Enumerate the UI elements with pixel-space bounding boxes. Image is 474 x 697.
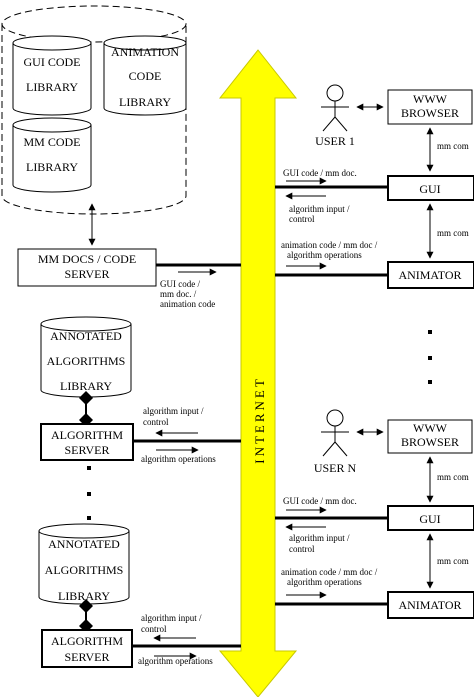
algo-lib1-line1: ANNOTATED <box>50 329 122 343</box>
algo2-input-2: control <box>141 624 167 634</box>
u1-gui-out-1: algorithm input / <box>289 204 350 214</box>
user-1-gui: GUI <box>387 175 474 201</box>
internet-backbone: INTERNET <box>218 49 298 697</box>
gui-lib-line2: LIBRARY <box>26 80 78 94</box>
u1-animator-label: ANIMATOR <box>398 268 461 282</box>
algo-server1-line2: SERVER <box>64 443 109 457</box>
u1-mm-com-top: mm com <box>437 141 469 151</box>
u1-browser-line2: BROWSER <box>401 106 459 120</box>
annotated-algorithms-library-1: ANNOTATED ALGORITHMS LIBRARY <box>40 316 132 398</box>
user-1-figure <box>321 84 349 132</box>
animation-code-library: ANIMATION CODE LIBRARY <box>103 35 187 116</box>
un-browser-line2: BROWSER <box>401 435 459 449</box>
right-ellipsis <box>428 330 432 384</box>
user-n-figure <box>321 409 349 457</box>
algo-server2-line1: ALGORITHM <box>51 634 123 648</box>
algorithm-server-1: ALGORITHM SERVER <box>40 423 134 461</box>
user-1-label: USER 1 <box>315 134 355 148</box>
mm-docs-code-server: MM DOCS / CODE SERVER <box>17 248 157 287</box>
user-1-www-browser: WWW BROWSER <box>387 89 473 125</box>
mm-server-out-1: GUI code / <box>160 279 200 289</box>
u1-gui-out-2: control <box>289 214 315 224</box>
un-mm-com-top: mm com <box>437 472 469 482</box>
gui-lib-line1: GUI CODE <box>24 55 81 69</box>
user-n-gui: GUI <box>387 505 474 531</box>
mm-code-library: MM CODE LIBRARY <box>12 117 92 193</box>
algo-lib2-line3: LIBRARY <box>58 589 110 603</box>
un-animator-label: ANIMATOR <box>398 598 461 612</box>
algo2-input-1: algorithm input / <box>141 613 202 623</box>
u1-mm-com-bottom: mm com <box>437 228 469 238</box>
algo-lib2-line2: ALGORITHMS <box>45 563 124 577</box>
algo1-input-2: control <box>143 417 169 427</box>
code-server-store: GUI CODE LIBRARY ANIMATION CODE LIBRARY … <box>1 5 187 215</box>
mm-server-line2: SERVER <box>64 267 109 281</box>
un-gui-in-label: GUI code / mm doc. <box>283 496 357 506</box>
un-anim-in-1: animation code / mm doc / <box>281 567 378 577</box>
internet-label: INTERNET <box>252 376 267 464</box>
left-ellipsis <box>87 466 91 520</box>
algo2-ops-label: algorithm operations <box>138 656 213 666</box>
internet-arrow <box>218 49 298 697</box>
mm-server-out-2: mm doc. / <box>160 289 197 299</box>
user-n-label: USER N <box>314 461 357 475</box>
mm-lib-line2: LIBRARY <box>26 160 78 174</box>
u1-browser-line1: WWW <box>413 92 448 106</box>
u1-anim-in-1: animation code / mm doc / <box>281 240 378 250</box>
un-anim-in-2: algorithm operations <box>287 577 362 587</box>
gui-code-library: GUI CODE LIBRARY <box>12 35 92 116</box>
algo-server2-line2: SERVER <box>64 650 109 664</box>
algo-lib1-line3: LIBRARY <box>60 379 112 393</box>
un-browser-line1: WWW <box>413 421 448 435</box>
algorithm-server-2: ALGORITHM SERVER <box>41 629 133 668</box>
algo-lib2-line1: ANNOTATED <box>48 537 120 551</box>
algo1-ops-label: algorithm operations <box>141 454 216 464</box>
user-1-animator: ANIMATOR <box>387 261 474 289</box>
u1-anim-in-2: algorithm operations <box>287 250 362 260</box>
un-mm-com-bottom: mm com <box>437 556 469 566</box>
u1-gui-label: GUI <box>419 182 440 196</box>
anim-lib-line3: LIBRARY <box>119 95 171 109</box>
user-n-www-browser: WWW BROWSER <box>387 419 473 454</box>
user-n-animator: ANIMATOR <box>387 591 474 619</box>
algo-lib1-line2: ALGORITHMS <box>47 354 126 368</box>
annotated-algorithms-library-2: ANNOTATED ALGORITHMS LIBRARY <box>38 523 130 605</box>
anim-lib-line1: ANIMATION <box>111 45 179 59</box>
u1-gui-in-label: GUI code / mm doc. <box>283 168 357 178</box>
mm-server-line1: MM DOCS / CODE <box>38 252 136 266</box>
un-gui-out-1: algorithm input / <box>289 533 350 543</box>
algo1-input-1: algorithm input / <box>143 406 204 416</box>
mm-server-out-3: animation code <box>160 299 215 309</box>
anim-lib-line2: CODE <box>129 69 162 83</box>
mm-lib-line1: MM CODE <box>23 135 80 149</box>
un-gui-out-2: control <box>289 544 315 554</box>
un-gui-label: GUI <box>419 512 440 526</box>
algo-server1-line1: ALGORITHM <box>51 428 123 442</box>
